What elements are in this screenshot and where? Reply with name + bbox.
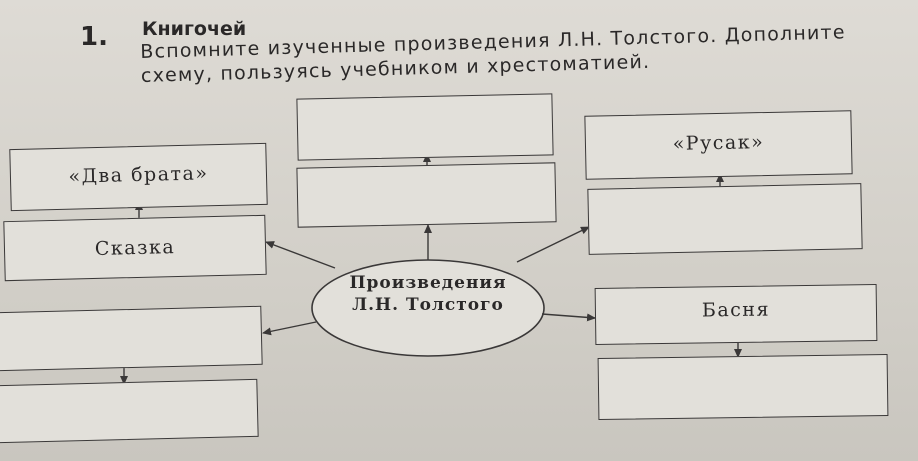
box-middle-title[interactable] — [296, 93, 554, 161]
box-right-top-genre[interactable] — [587, 183, 863, 255]
box-left-bottom-genre[interactable] — [0, 305, 263, 372]
arrow-to-right-bottom-genre — [541, 313, 596, 322]
task-number: 1. — [80, 22, 108, 52]
center-label-line2: Л.Н. Толстого — [352, 295, 504, 315]
arrow-to-left-bottom-genre — [262, 321, 317, 336]
box-right-bottom-genre: Басня — [594, 284, 878, 345]
task-title: Книгочей — [142, 18, 247, 40]
center-ellipse-label: Произведения Л.Н. Толстого — [312, 272, 544, 316]
box-left-top-genre: Сказка — [3, 214, 267, 282]
box-left-top-title: «Два брата» — [9, 142, 268, 212]
box-middle-genre[interactable] — [296, 162, 557, 228]
box-left-bottom-title[interactable] — [0, 378, 259, 444]
box-right-top-title: «Русак» — [584, 110, 853, 180]
arrow-to-left-top-genre — [265, 241, 336, 269]
arrow-to-right-top-genre — [516, 226, 590, 263]
box-right-bottom-title[interactable] — [597, 353, 889, 421]
center-label-line1: Произведения — [349, 273, 507, 293]
